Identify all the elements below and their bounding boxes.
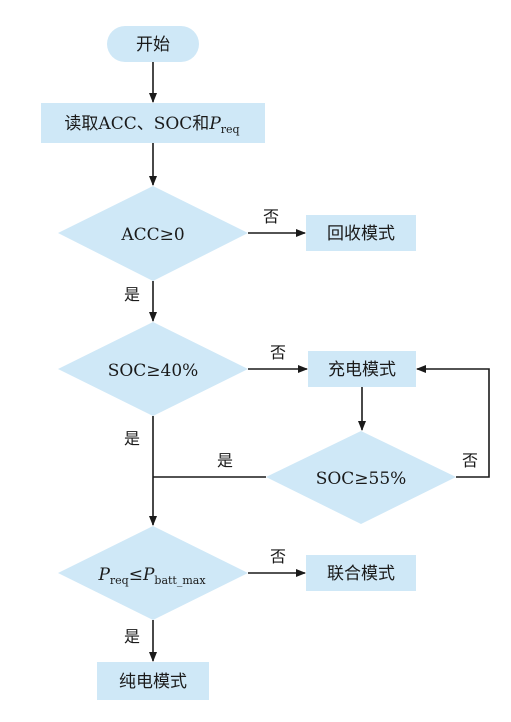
p-compare-op: ≤ (129, 565, 143, 585)
label-soc55-no: 否 (462, 451, 478, 470)
label-acc-yes: 是 (124, 285, 140, 304)
soc55-decision-node: SOC≥55% (266, 431, 456, 524)
p-req-sub: req (110, 574, 129, 587)
label-soc55-yes: 是 (217, 451, 233, 470)
label-soc40-no: 否 (270, 343, 286, 362)
hybrid-mode-node: 联合模式 (306, 555, 416, 591)
read-inputs-label: 读取ACC、SOC和Preq (64, 114, 239, 136)
read-inputs-var: P (208, 114, 221, 134)
label-soc40-yes: 是 (124, 429, 140, 448)
electric-mode-node: 纯电模式 (97, 662, 209, 700)
soc40-decision-node: SOC≥40% (58, 322, 248, 416)
start-node: 开始 (107, 26, 199, 62)
regen-mode-node: 回收模式 (306, 215, 416, 251)
acc-decision-node: ACC≥0 (58, 186, 248, 281)
read-inputs-text: 读取ACC、SOC和 (64, 114, 209, 134)
regen-mode-label: 回收模式 (327, 224, 395, 244)
hybrid-mode-label: 联合模式 (327, 564, 395, 584)
power-decision-label: Preq≤Pbatt_max (97, 565, 206, 587)
label-power-yes: 是 (124, 627, 140, 646)
start-label: 开始 (136, 35, 170, 55)
read-inputs-node: 读取ACC、SOC和Preq (41, 103, 265, 143)
soc55-decision-label: SOC≥55% (316, 469, 407, 489)
label-acc-no: 否 (263, 207, 279, 226)
edge-soc55-no-loop (416, 365, 490, 478)
read-inputs-sub: req (221, 123, 240, 136)
p-batt-var: P (142, 565, 155, 585)
acc-decision-label: ACC≥0 (120, 225, 184, 245)
p-batt-sub: batt_max (154, 574, 206, 587)
power-decision-node: Preq≤Pbatt_max (58, 526, 248, 620)
soc40-decision-label: SOC≥40% (108, 361, 199, 381)
charge-mode-label: 充电模式 (328, 360, 396, 380)
label-power-no: 否 (270, 547, 286, 566)
p-req-var: P (97, 565, 110, 585)
electric-mode-label: 纯电模式 (119, 672, 187, 692)
charge-mode-node: 充电模式 (308, 351, 416, 387)
